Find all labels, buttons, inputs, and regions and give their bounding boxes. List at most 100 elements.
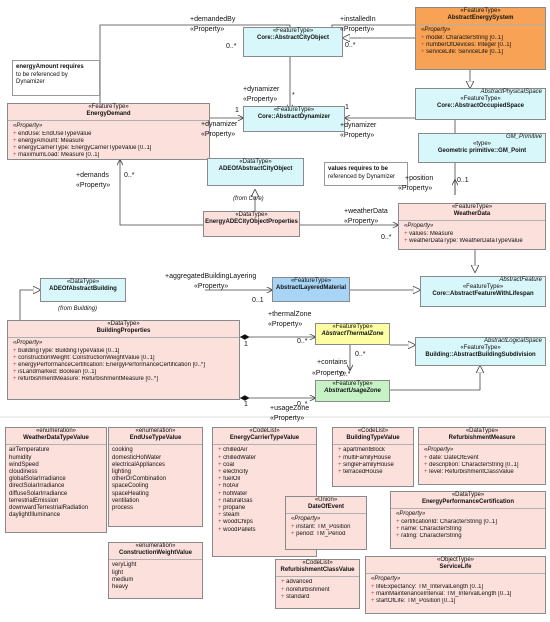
attribute: certificationId: CharacterString [0..1]	[394, 519, 542, 526]
note-energy-amount: energyAmount requires to be referenced b…	[12, 60, 100, 96]
stereotype-label: «FeatureType»	[272, 28, 314, 34]
stereotype-label: «DataType»	[235, 212, 268, 218]
energy-carrier-type-value-box: «CodeList» EnergyCarrierTypeValue chille…	[212, 427, 317, 557]
stereotype-label: «CodeList»	[249, 428, 280, 434]
code-value: singleFamilyHouse	[336, 462, 410, 469]
construction-weight-value-box: «enumeration» ConstructionWeightValue ve…	[108, 542, 203, 599]
class-name: Core::AbstractOccupiedSpace	[436, 103, 525, 110]
thermal-zone-role: +thermalZone	[268, 311, 312, 318]
class-name: Core::AbstractCityObject	[256, 35, 329, 42]
class-name: BuildingProperties	[96, 328, 151, 335]
stereotype-label: «DataType»	[465, 428, 499, 434]
weather-data-type-value-box: «enumeration» WeatherDataTypeValue airTe…	[5, 427, 107, 533]
class-name: Core::AbstractFeatureWithLifespan	[432, 291, 534, 298]
abstract-energy-system-box: «FeatureType» AbstractEnergySystem «Prop…	[415, 7, 546, 70]
geometric-primitive-box: GM_Primitive «type» Geometric primitive:…	[418, 133, 546, 163]
multiplicity-label: 0..*	[340, 371, 351, 378]
note-line: Dynamizer	[16, 79, 45, 85]
enum-value: downwardTerrestrialRadiation	[9, 505, 89, 512]
contains-stereotype: «Property»	[312, 370, 347, 377]
end-use-type-value-box: «enumeration» EndUseTypeValue cooking do…	[108, 427, 203, 527]
attribute: buildingType: BuildingTypeValue [0..1]	[11, 348, 236, 355]
enum-value: spaceCooling	[112, 483, 149, 490]
multiplicity-label: 0..*	[355, 351, 366, 358]
note-line: energyAmount requires	[16, 64, 84, 70]
demands-role: +demands	[76, 172, 109, 179]
class-name: WeatherDataTypeValue	[23, 435, 89, 442]
note-line: to be referenced by	[16, 71, 68, 78]
weather-data-role: +weatherData	[344, 208, 388, 215]
attribute-list: «Property» buildingType: BuildingTypeVal…	[8, 337, 239, 385]
code-value: chilledWater	[216, 455, 313, 462]
multiplicity-label: 0..*	[124, 172, 135, 179]
stereotype-label: «FeatureType»	[460, 8, 501, 14]
stereotype-label: «DataType»	[451, 492, 485, 498]
demanded-by-stereotype: «Property»	[190, 26, 225, 33]
installed-in-role: +installedIn	[340, 16, 376, 23]
attribute: description: CharacterString [0..1]	[422, 462, 542, 469]
stereotype-label: «ObjectType»	[436, 557, 475, 563]
installed-in-stereotype: «Property»	[340, 26, 375, 33]
enum-value: diffuseSolarIrradiance	[9, 490, 68, 497]
attribute: energyCarrierType: EnergyCarrierTypeValu…	[11, 145, 206, 152]
dynamizer-role-right: +dynamizer	[340, 122, 377, 129]
attribute-list: «Property» endUse: EndUseTypeValue energ…	[8, 120, 209, 161]
multiplicity-label: 0..*	[345, 42, 356, 49]
abstract-label: AbstractLogicalSpace	[483, 338, 542, 344]
stereotype-label: «FeatureType»	[332, 324, 373, 330]
enum-value: electricalAppliances	[112, 461, 166, 468]
code-value: terracedHouse	[336, 469, 410, 476]
code-value: chilledAir	[216, 447, 313, 454]
stereotype-label: «enumeration»	[135, 428, 176, 434]
usage-zone-stereotype: «Property»	[270, 415, 305, 422]
multiplicity-label: 0..*	[297, 401, 308, 408]
attribute: weatherDataType: WeatherDataTypeValue	[402, 238, 542, 245]
enum-value: terrestrialEmission	[9, 497, 59, 504]
stereotype-label: «FeatureType»	[290, 278, 332, 284]
stereotype-label: «enumeration»	[135, 543, 176, 549]
usage-zone-role: +usageZone	[270, 405, 310, 412]
abstract-label: AbstractPhysicalSpace	[480, 89, 542, 95]
demanded-by-role: +demandedBy	[190, 16, 236, 23]
core-abstract-dynamizer-box: «FeatureType» Core::AbstractDynamizer	[243, 106, 345, 132]
enum-value: domesticHotWater	[112, 454, 162, 461]
code-value: standard	[279, 594, 356, 601]
enum-value: light	[112, 569, 124, 576]
attribute: refurbishmentMeasure: RefurbishmentMeasu…	[11, 376, 236, 383]
class-name: EnergyCarrierTypeValue	[229, 435, 300, 442]
building-abstract-building-subdivision-box: AbstractLogicalSpace «FeatureType» Build…	[415, 337, 546, 366]
enum-value: medium	[112, 576, 134, 583]
class-name: AbstractUsageZone	[324, 388, 381, 395]
enum-values: cooking domesticHotWater electricalAppli…	[109, 444, 202, 514]
demands-stereotype: «Property»	[76, 182, 111, 189]
position-stereotype: «Property»	[398, 185, 433, 192]
attribute-header: «Property»	[421, 27, 451, 34]
abstract-label: GM_Primitive	[505, 134, 542, 140]
stereotype-label: «FeatureType»	[460, 345, 501, 352]
attribute: endUse: EndUseTypeValue	[11, 131, 206, 138]
multiplicity-label: 1	[244, 401, 248, 408]
multiplicity-label: 1	[345, 104, 349, 111]
attribute: rating: CharacterString	[394, 533, 542, 540]
class-name: ADEOfAbstractCityObject	[218, 166, 293, 173]
class-name: WeatherData	[453, 211, 491, 218]
enum-values: advanced norefurbishment standard	[276, 576, 359, 603]
enum-value: directSolarIrradiance	[9, 483, 65, 490]
stereotype-label: «FeatureType»	[460, 96, 501, 103]
abstract-label: AbstractFeature	[499, 277, 542, 283]
service-life-box: «ObjectType» ServiceLife «Property» life…	[365, 556, 546, 614]
enum-value: windSpeed	[9, 461, 39, 468]
attribute-header: «Property»	[13, 123, 43, 130]
code-value: coal	[216, 462, 313, 469]
attribute: constructionWeight: ConstructionWeightVa…	[11, 355, 236, 362]
class-name: RefurbishmentClassValue	[280, 567, 355, 574]
dynamizer-stereotype-right: «Property»	[340, 132, 375, 139]
dynamizer-stereotype-left: «Property»	[201, 131, 236, 138]
energy-ade-city-object-properties-box: «DataType» EnergyADECityObjectProperties	[203, 211, 300, 237]
attribute-list: «Property» certificationId: CharacterStr…	[391, 508, 545, 542]
multiplicity-label: 1	[244, 341, 248, 348]
abstract-thermal-zone-box: «FeatureType» AbstractThermalZone	[315, 323, 390, 345]
abstract-usage-zone-box: «FeatureType» AbstractUsageZone	[315, 380, 390, 402]
attribute: period: TM_Period	[289, 531, 363, 538]
attribute: instant: TM_Position	[289, 524, 363, 531]
